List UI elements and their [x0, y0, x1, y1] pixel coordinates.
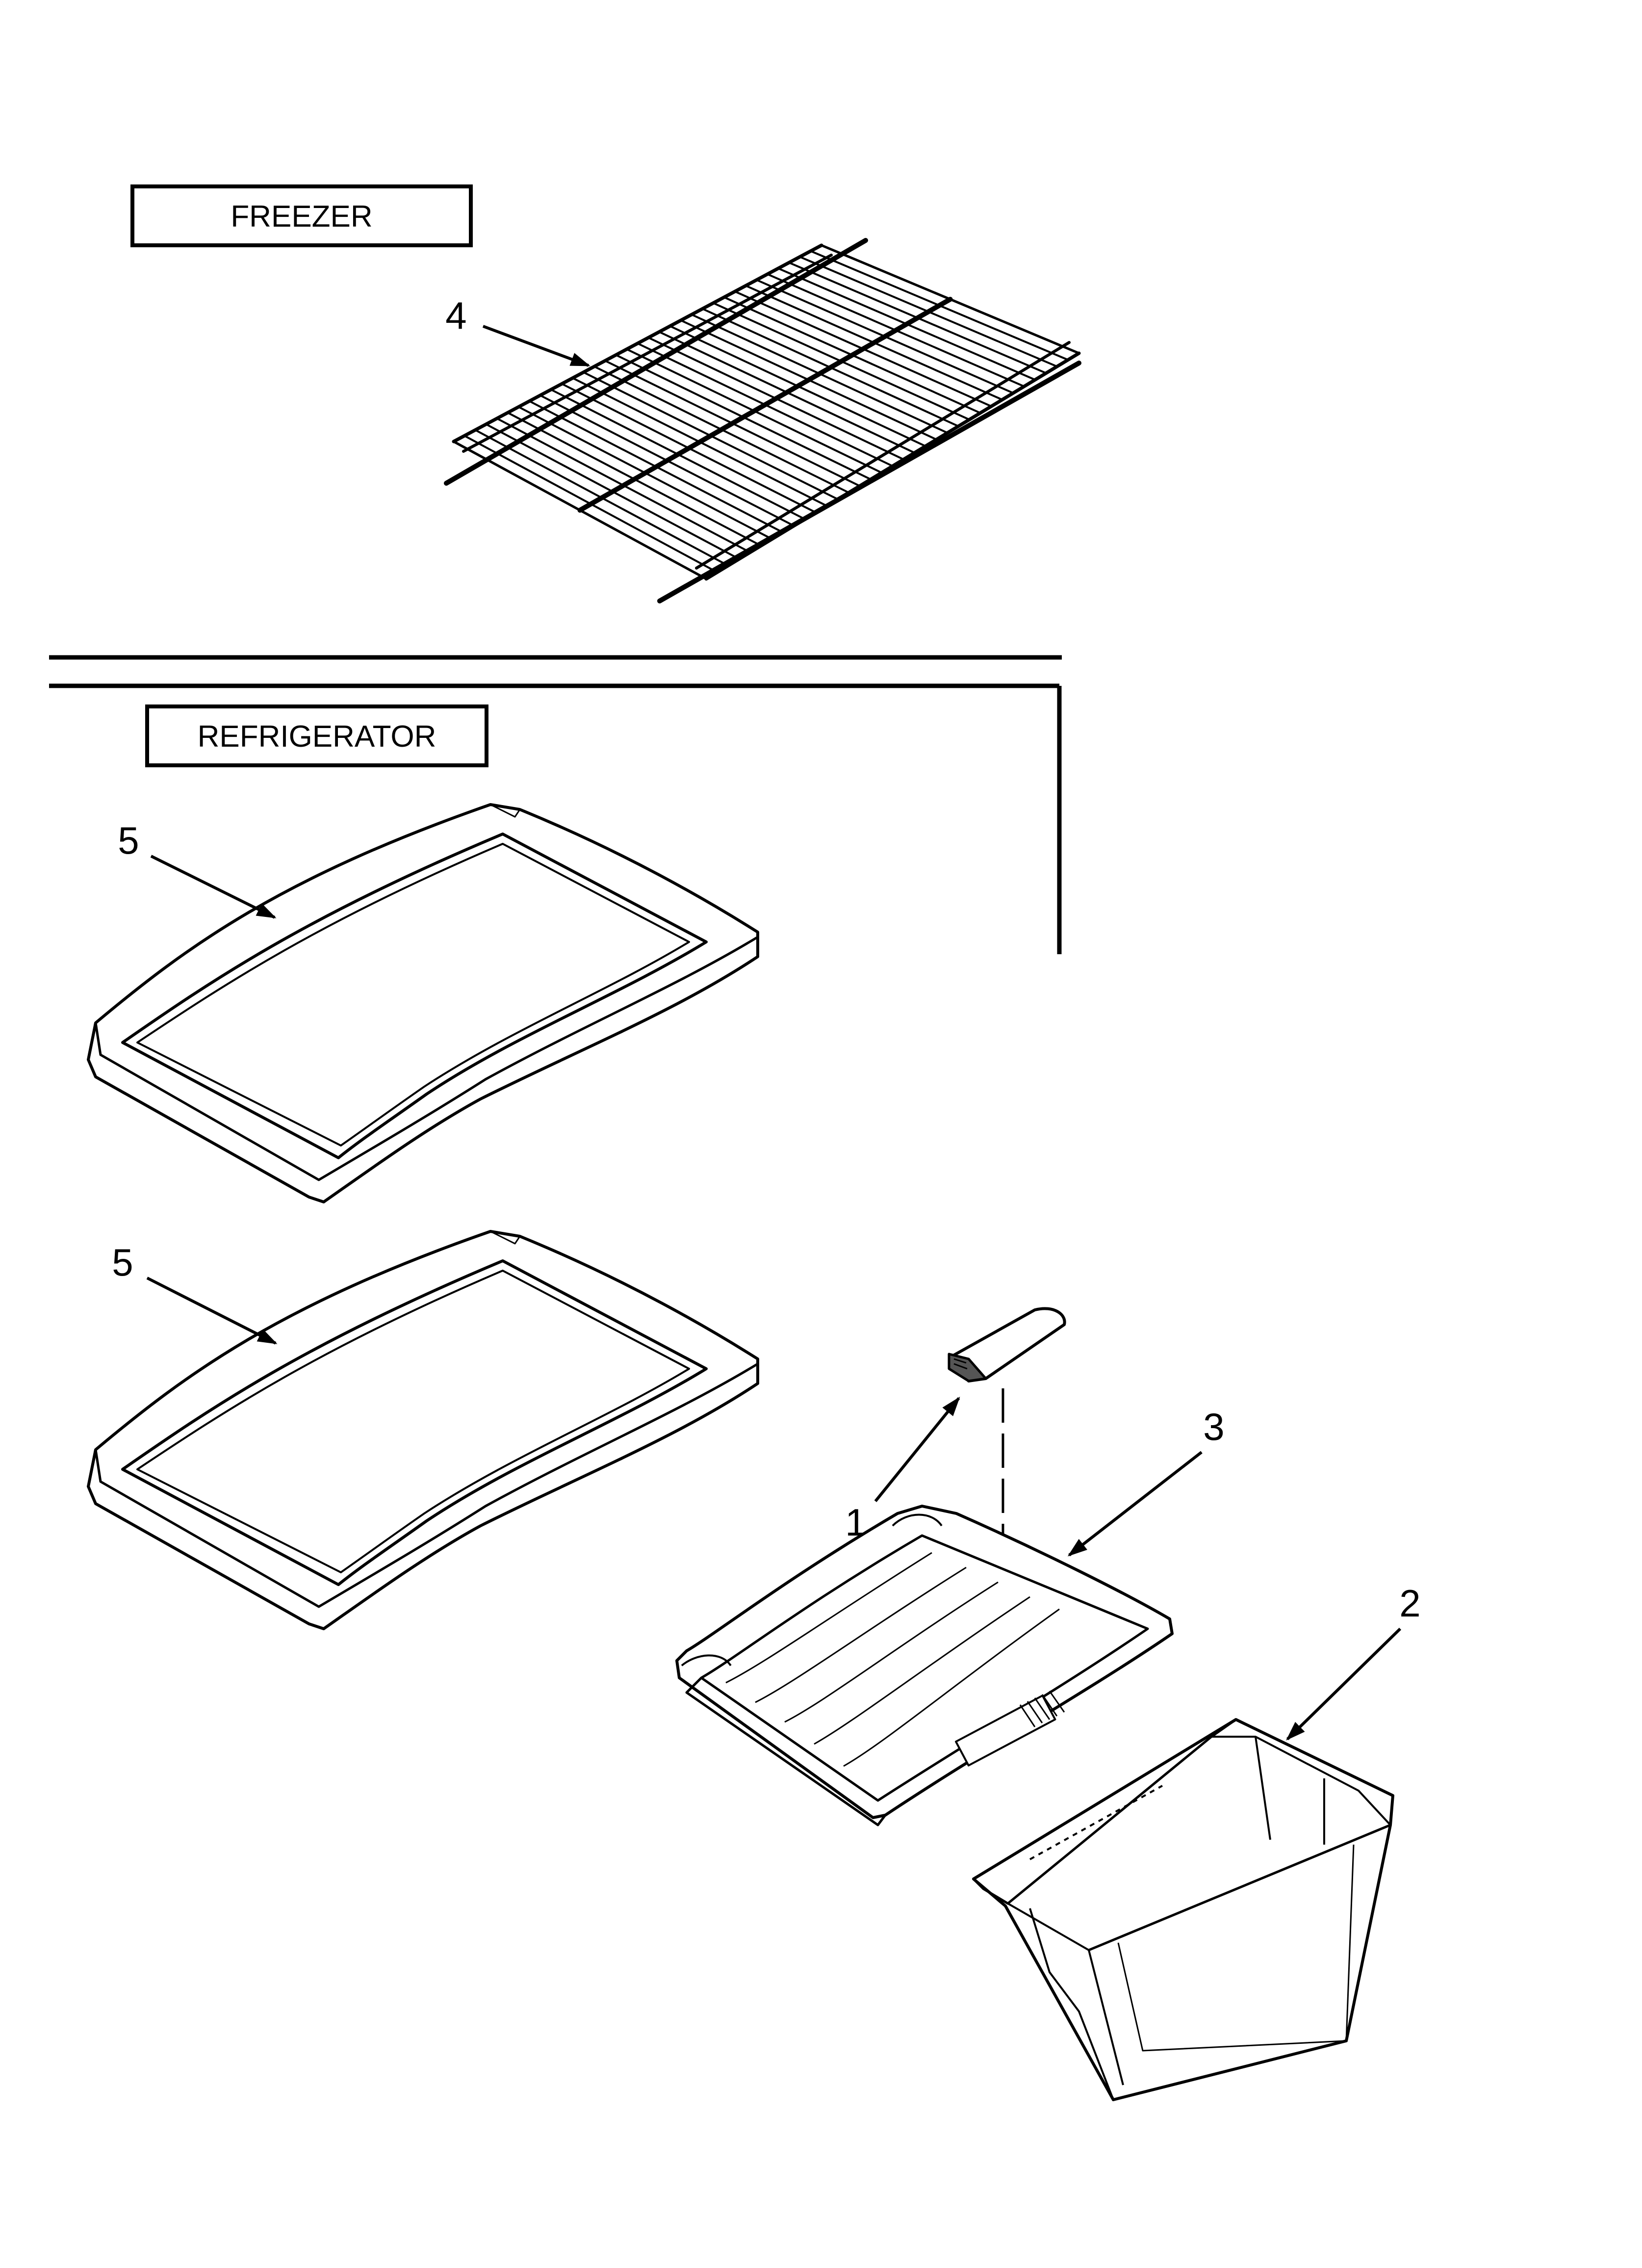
- freezer-label-box: FREEZER: [130, 184, 473, 247]
- shelf-frame-wire: [452, 243, 823, 443]
- callout-3-number: 3: [1203, 1405, 1224, 1448]
- callout-2-number: 2: [1399, 1582, 1420, 1625]
- crisper-cover-illustration: [675, 1505, 1174, 1826]
- cover-clip-illustration: [948, 1307, 1066, 1382]
- callout-5-upper-number: 5: [118, 819, 139, 862]
- callout-5-upper-leader: [150, 855, 277, 919]
- freezer-label: FREEZER: [231, 200, 372, 234]
- wire-shelf-illustration: [444, 238, 1081, 603]
- shelf-frame-wire: [820, 244, 1080, 355]
- crisper-drawer-illustration: [972, 1718, 1394, 2101]
- callout-2-leader: [1286, 1627, 1402, 1741]
- refrigerator-label: REFRIGERATOR: [198, 720, 436, 754]
- callout-5-lower: 5: [112, 1241, 278, 1345]
- callout-5-upper: 5: [118, 819, 277, 919]
- callout-5-lower-number: 5: [112, 1241, 133, 1284]
- callout-1-leader: [874, 1396, 960, 1502]
- shelf-frame-wire: [695, 341, 1071, 570]
- shelf-support-rod: [657, 361, 1081, 603]
- callout-4-leader: [482, 325, 590, 367]
- refrigerator-label-box: REFRIGERATOR: [145, 704, 488, 767]
- glass-shelf-lower-illustration: [87, 1230, 759, 1630]
- glass-shelf-upper-illustration: [87, 803, 759, 1203]
- callout-2: 2: [1286, 1582, 1421, 1741]
- shelf-frame-wire: [462, 254, 833, 453]
- callout-3: 3: [1067, 1405, 1225, 1557]
- shelf-frame-wire: [452, 440, 708, 580]
- callout-4-number: 4: [445, 294, 466, 337]
- section-divider: [49, 655, 1062, 954]
- callout-4: 4: [445, 294, 590, 367]
- callout-5-lower-leader: [146, 1277, 278, 1345]
- callout-3-leader: [1067, 1451, 1203, 1557]
- shelf-support-rod: [444, 238, 868, 486]
- shelf-center-rod: [577, 297, 953, 513]
